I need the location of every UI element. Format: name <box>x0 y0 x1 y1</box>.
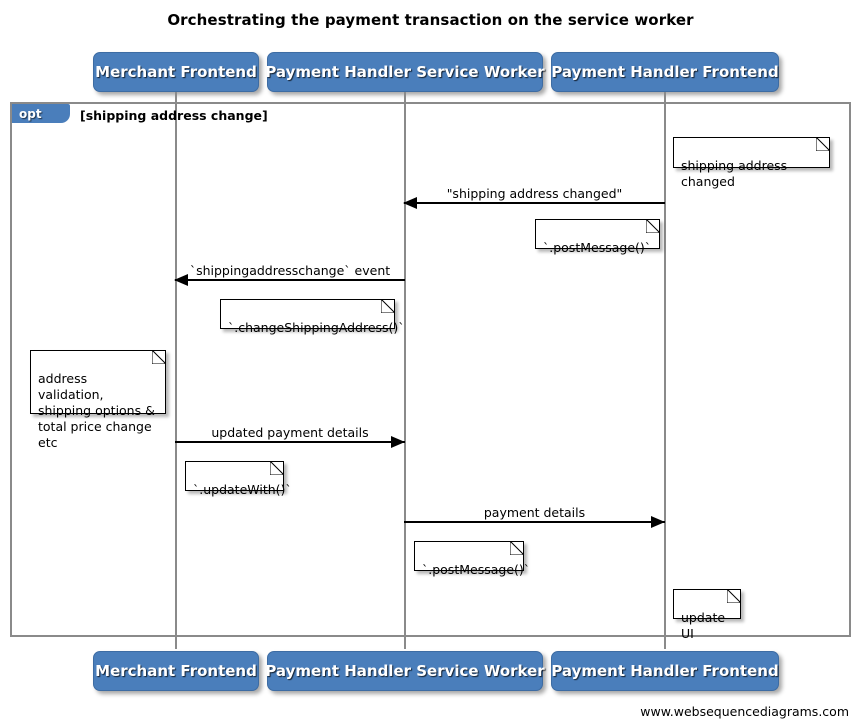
participant-box-payment-handler-service-worker-bottom[interactable]: Payment Handler Service Worker <box>265 651 545 691</box>
message-label-updated-payment-details: updated payment details <box>211 425 369 440</box>
note-fold-corner-icon <box>270 461 284 475</box>
participant-box-payment-handler-frontend-top[interactable]: Payment Handler Frontend <box>551 52 779 92</box>
message-line-shipping-address-changed <box>404 202 665 204</box>
note-text: `.postMessage()` <box>543 240 652 255</box>
note-fold-corner-icon <box>727 589 741 603</box>
note-fold-corner-icon <box>646 219 660 233</box>
note-text: address validation, shipping options & t… <box>38 371 155 450</box>
fragment-tab-opt: opt <box>12 104 70 123</box>
note-text: `.postMessage()` <box>422 562 531 577</box>
participant-label: Payment Handler Frontend <box>551 662 779 680</box>
fragment-frame-opt <box>10 102 851 637</box>
lifeline-payment-handler-frontend <box>664 92 666 649</box>
footer-attribution: www.websequencediagrams.com <box>640 704 849 719</box>
arrow-head-payment-details <box>651 516 665 528</box>
message-label-payment-details: payment details <box>483 505 586 520</box>
arrow-head-shipping-address-changed <box>403 197 417 209</box>
arrow-head-updated-payment-details <box>391 436 405 448</box>
message-label-shipping-address-changed: "shipping address changed" <box>446 186 623 201</box>
note-fold-corner-icon <box>152 350 166 364</box>
note-post-message-1: `.postMessage()` <box>535 219 660 255</box>
note-shipping-address-changed: shipping address changed <box>673 137 830 189</box>
note-fold-corner-icon <box>816 137 830 151</box>
note-text: `.updateWith()` <box>193 482 292 497</box>
participant-box-payment-handler-frontend-bottom[interactable]: Payment Handler Frontend <box>551 651 779 691</box>
note-fold-corner-icon <box>510 541 524 555</box>
participant-label: Payment Handler Service Worker <box>265 63 545 81</box>
note-address-validation: address validation, shipping options & t… <box>30 350 166 450</box>
participant-label: Merchant Frontend <box>95 63 257 81</box>
note-post-message-2: `.postMessage()` <box>414 541 530 577</box>
arrow-head-shippingaddresschange-event <box>174 274 188 286</box>
participant-box-payment-handler-service-worker-top[interactable]: Payment Handler Service Worker <box>265 52 545 92</box>
note-update-ui: update UI <box>673 589 741 641</box>
note-change-shipping-address: `.changeShippingAddress()` <box>220 299 405 335</box>
message-line-shippingaddresschange-event <box>175 279 405 281</box>
note-update-with: `.updateWith()` <box>185 461 292 497</box>
lifeline-merchant-frontend <box>175 92 177 649</box>
message-label-shippingaddresschange-event: `shippingaddresschange` event <box>189 263 391 278</box>
page-title: Orchestrating the payment transaction on… <box>167 11 694 29</box>
participant-label: Payment Handler Frontend <box>551 63 779 81</box>
participant-box-merchant-frontend-bottom[interactable]: Merchant Frontend <box>93 651 259 691</box>
fragment-tab-label: opt <box>19 106 42 121</box>
participant-label: Merchant Frontend <box>95 662 257 680</box>
participant-box-merchant-frontend-top[interactable]: Merchant Frontend <box>93 52 259 92</box>
lifeline-payment-handler-service-worker <box>404 92 406 649</box>
note-text: shipping address changed <box>681 158 788 189</box>
message-line-updated-payment-details <box>175 441 405 443</box>
message-line-payment-details <box>404 521 665 523</box>
note-text: update UI <box>681 610 726 641</box>
participant-label: Payment Handler Service Worker <box>265 662 545 680</box>
note-fold-corner-icon <box>381 299 395 313</box>
fragment-guard-condition: [shipping address change] <box>80 108 268 123</box>
note-text: `.changeShippingAddress()` <box>228 320 405 335</box>
